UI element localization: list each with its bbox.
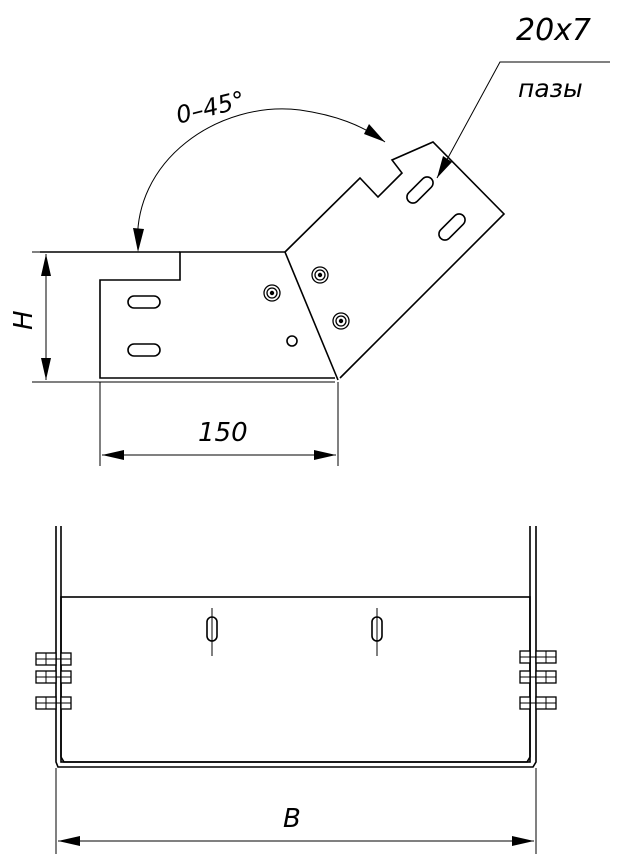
length-label: 150 <box>198 418 248 448</box>
hole <box>286 335 298 347</box>
right-plate-outline <box>284 141 506 379</box>
bolt-left-1 <box>35 652 72 666</box>
front-view: B <box>35 526 557 854</box>
height-label: H <box>9 310 39 330</box>
width-label: B <box>283 804 301 834</box>
nut-3 <box>332 312 350 330</box>
slot-front-left <box>206 608 218 656</box>
slot-left-upper <box>127 295 161 309</box>
slot-right-lower <box>438 213 466 241</box>
angle-arc <box>137 108 386 251</box>
left-plate-outline <box>99 251 335 379</box>
length-arrow-right <box>314 450 336 460</box>
outer-profile <box>55 526 537 768</box>
bend-line <box>284 251 339 381</box>
angle-label: 0–45° <box>173 86 248 130</box>
bolt-right-1 <box>519 650 557 664</box>
width-arrow-left <box>58 836 80 846</box>
length-arrow-left <box>102 450 124 460</box>
slot-left-lower <box>127 343 161 357</box>
slot-leader-arrow <box>437 156 452 178</box>
inner-profile <box>60 526 531 763</box>
nut-1 <box>263 284 281 302</box>
slot-note-label: пазы <box>518 74 583 103</box>
slot-leader-line <box>436 61 610 179</box>
angle-arrow-bottom <box>133 228 144 252</box>
angle-arrow-top <box>364 124 385 142</box>
h-arrow-top <box>41 254 51 276</box>
bolt-left-3 <box>35 696 72 710</box>
bolt-right-2 <box>519 670 557 684</box>
bolt-right-3 <box>519 696 557 710</box>
side-view: 0–45° 20x7 пазы H 150 <box>9 13 610 466</box>
bolt-left-2 <box>35 670 72 684</box>
nut-2 <box>311 266 329 284</box>
slot-size-label: 20x7 <box>516 13 591 48</box>
slot-front-right <box>371 608 383 656</box>
h-arrow-bottom <box>41 358 51 380</box>
width-arrow-right <box>512 836 534 846</box>
rear-plate <box>60 596 531 763</box>
slot-right-upper <box>406 176 434 204</box>
